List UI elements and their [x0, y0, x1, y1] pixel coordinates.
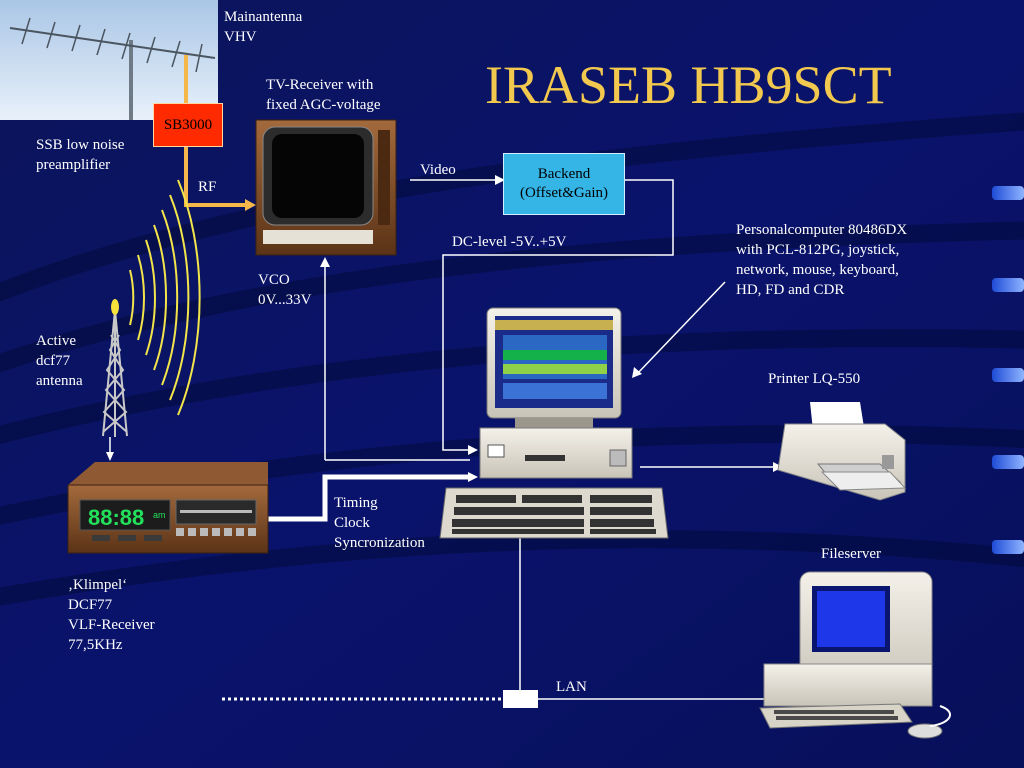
pc-label: Personalcomputer 80486DX with PCL-812PG,… — [736, 220, 907, 300]
preamp-line2: preamplifier — [36, 157, 111, 173]
dcf-receiver-icon: 88:88 am — [67, 462, 269, 554]
fileserver-label: Fileserver — [821, 546, 881, 562]
backend-label-line1: Backend — [537, 166, 591, 182]
vco-label: VCO 0V...33V — [258, 270, 311, 310]
pc-line1: Personalcomputer 80486DX — [736, 222, 908, 238]
backend-label-line2: (Offset&Gain) — [519, 185, 609, 201]
rf-label: RF — [198, 179, 217, 195]
timing-label: Timing Clock Syncronization — [334, 493, 425, 553]
computer-icon — [439, 307, 669, 539]
main-antenna-label: Mainantenna VHV — [224, 7, 302, 47]
active-antenna-line1: Active — [36, 333, 76, 349]
printer-icon — [777, 402, 907, 501]
svg-text:am: am — [153, 510, 166, 520]
video-label: Video — [420, 162, 456, 178]
pc-line2: with PCL-812PG, joystick, — [736, 242, 900, 258]
lan-label: LAN — [556, 679, 587, 695]
preamp-label: SSB low noise preamplifier — [36, 135, 124, 175]
printer-label: Printer LQ-550 — [768, 371, 861, 387]
backend-box: Backend (Offset&Gain) — [503, 153, 625, 215]
main-antenna-line2: VHV — [224, 29, 257, 45]
dcf-receiver-line2: DCF77 — [68, 597, 113, 613]
vco-line2: 0V...33V — [258, 292, 312, 308]
tv-icon — [255, 119, 397, 256]
vco-line1: VCO — [258, 272, 290, 288]
active-antenna-label: Active dcf77 antenna — [36, 331, 83, 391]
active-antenna-line2: dcf77 — [36, 353, 71, 369]
lan-hub — [503, 690, 538, 708]
preamp-box-label: SB3000 — [163, 116, 213, 133]
pc-line4: HD, FD and CDR — [736, 282, 845, 298]
page-title: IRASEB HB9SCT — [485, 55, 892, 115]
fileserver-icon — [759, 571, 951, 739]
pc-line3: network, mouse, keyboard, — [736, 262, 899, 278]
tv-receiver-label: TV-Receiver with fixed AGC-voltage — [266, 75, 381, 115]
tv-receiver-line2: fixed AGC-voltage — [266, 97, 381, 113]
dcf-waves — [129, 179, 201, 416]
antenna-icon — [0, 0, 218, 120]
svg-text:88:88: 88:88 — [88, 505, 144, 530]
dcf-receiver-line1: ‚Klimpel‘ — [68, 577, 128, 593]
dcf-receiver-label: ‚Klimpel‘ DCF77 VLF-Receiver 77,5KHz — [68, 575, 155, 655]
dcf-receiver-line4: 77,5KHz — [68, 637, 123, 653]
radio-tower-icon — [102, 309, 128, 437]
timing-line1: Timing — [334, 495, 378, 511]
timing-line3: Syncronization — [334, 535, 425, 551]
active-antenna-line3: antenna — [36, 373, 83, 389]
dcf-receiver-line3: VLF-Receiver — [68, 617, 155, 633]
dc-level-label: DC-level -5V..+5V — [452, 234, 567, 250]
preamp-line1: SSB low noise — [36, 137, 125, 153]
preamp-box: SB3000 — [153, 103, 223, 147]
timing-line2: Clock — [334, 515, 370, 531]
tv-receiver-line1: TV-Receiver with — [266, 77, 374, 93]
main-antenna-line1: Mainantenna — [224, 9, 303, 25]
